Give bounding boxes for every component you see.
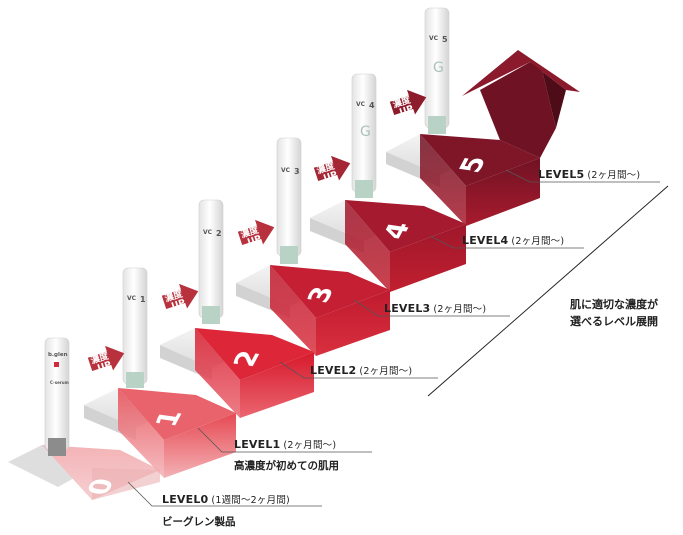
tube-0-brand: b.glen [48, 352, 68, 358]
side-caption: 肌に適切な濃度が 選べるレベル展開 [570, 298, 658, 328]
svg-text:UP: UP [96, 360, 113, 374]
tube-4-badge: G [360, 124, 371, 140]
level0-subtitle: ビーグレン製品 [162, 516, 236, 528]
svg-text:UP: UP [322, 170, 339, 184]
digit-1: 1 [149, 409, 189, 429]
tube-5-number: 5 [442, 35, 448, 44]
up-arrow-3: 濃度 UP [237, 219, 275, 248]
digit-0: 0 [81, 477, 121, 497]
tube-2-number: 2 [216, 229, 222, 238]
level5-label: LEVEL5(2ヶ月間〜) [538, 168, 641, 181]
up-arrow-5: 濃度 UP [389, 89, 427, 118]
digit-5: 5 [453, 155, 493, 175]
svg-text:UP: UP [398, 104, 415, 118]
tube-2-title: VC [203, 229, 213, 236]
tube-5-title: VC [429, 35, 439, 42]
tube-5-badge: G [433, 60, 444, 76]
step-level3 [270, 265, 390, 356]
tube-3: VC 3 [276, 137, 302, 264]
level2-label: LEVEL2(2ヶ月間〜) [310, 364, 413, 377]
tube-4-title: VC [356, 101, 366, 108]
digit-2: 2 [227, 349, 267, 369]
tube-0-title: C-serum [50, 380, 69, 385]
digit-4: 4 [377, 221, 417, 241]
step-level2 [195, 328, 314, 418]
big-up-arrow [462, 50, 580, 158]
up-arrow-1: 濃度 UP [87, 345, 125, 374]
level3-label: LEVEL3(2ヶ月間〜) [384, 302, 487, 315]
tube-1-number: 1 [140, 295, 146, 304]
tube-1: VC 1 [122, 267, 148, 388]
tube-0: b.glen C-serum [44, 337, 70, 456]
tube-1-title: VC [127, 295, 137, 302]
step-digits: 0 1 2 3 4 5 [81, 155, 493, 497]
svg-text:UP: UP [170, 298, 187, 312]
level0-label: LEVEL0(1週間〜2ヶ月間) [162, 493, 290, 506]
side-diagonal-line [427, 185, 669, 397]
level4-label: LEVEL4(2ヶ月間〜) [462, 234, 565, 247]
svg-text:UP: UP [246, 234, 263, 248]
digit-3: 3 [301, 285, 341, 305]
up-arrow-2: 濃度 UP [161, 283, 199, 312]
leader-lines [127, 169, 660, 507]
level1-label: LEVEL1(2ヶ月間〜) [234, 438, 337, 451]
tube-4-number: 4 [369, 101, 375, 110]
level1-subtitle: 高濃度が初めての肌用 [234, 460, 339, 472]
tube-3-title: VC [281, 167, 291, 174]
step-level1 [118, 388, 236, 478]
tube-3-number: 3 [294, 167, 300, 176]
step-level0 [42, 445, 160, 500]
tube-5: VC 5 G [424, 7, 450, 134]
step-level4 [345, 200, 466, 292]
step-level5 [420, 134, 540, 226]
tube-4: VC 4 G [351, 73, 377, 198]
tube-2: VC 2 [198, 199, 224, 324]
up-arrow-4: 濃度 UP [313, 155, 351, 184]
